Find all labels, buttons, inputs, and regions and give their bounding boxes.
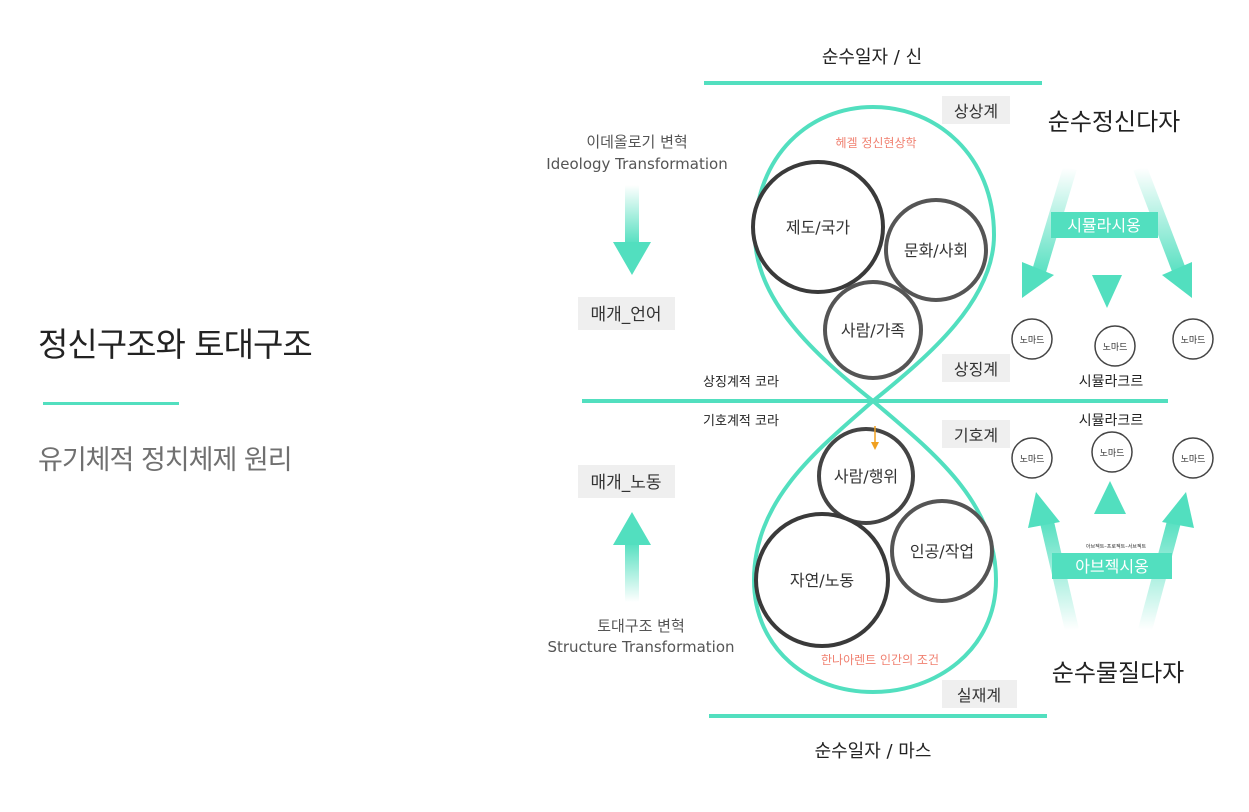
up-arrow-shaft xyxy=(625,542,639,602)
symbolic-realm-box xyxy=(942,354,1010,382)
matter-arrowhead-mid-icon xyxy=(1094,481,1126,514)
sign-chora-label: 기호계적 코라 xyxy=(703,414,779,429)
lower-circle-label-1: 사람/행위 xyxy=(834,467,898,486)
sign-realm-box xyxy=(942,420,1010,448)
circle-nature-labor xyxy=(754,512,890,648)
down-arrow-shaft xyxy=(625,185,639,245)
circle-person-action xyxy=(817,427,915,525)
real-realm-box xyxy=(942,680,1017,708)
top-label: 순수일자 / 신 xyxy=(822,47,922,68)
circle-artifice-work xyxy=(890,499,994,603)
simulacre-label-lower: 시뮬라크르 xyxy=(1079,413,1144,429)
spirit-arrowhead-right-icon xyxy=(1162,262,1192,298)
medium-labor-box xyxy=(578,465,675,498)
medium-language-box xyxy=(578,297,675,330)
upper-loop xyxy=(752,104,997,404)
nomad-node-lower-1 xyxy=(1011,437,1053,479)
upper-circle-label-3: 사람/가족 xyxy=(841,321,905,340)
real-realm-label: 실재계 xyxy=(957,686,1001,705)
symbolic-chora-label: 상징계적 코라 xyxy=(703,375,779,390)
nomad-node-lower-3 xyxy=(1172,437,1214,479)
down-arrow-icon xyxy=(613,242,651,275)
ideology-title-en: Ideology Transformation xyxy=(546,155,727,173)
upper-source-text: 헤겔 정신현상학 xyxy=(835,136,916,150)
title-underline xyxy=(43,402,179,405)
nomad-node-upper-1 xyxy=(1011,318,1053,360)
nomad-label-upper-2: 노마드 xyxy=(1103,342,1128,353)
nomad-node-upper-2 xyxy=(1094,325,1136,367)
spirit-arrowhead-left-icon xyxy=(1022,262,1054,298)
pure-spirit-heading: 순수정신다자 xyxy=(1048,108,1180,136)
medium-labor-label: 매개_노동 xyxy=(590,473,661,493)
medium-language-label: 매개_언어 xyxy=(590,305,661,325)
lower-circle-label-2: 인공/작업 xyxy=(910,542,974,561)
nomad-node-upper-3 xyxy=(1172,318,1214,360)
circle-culture-society xyxy=(884,198,988,302)
abjection-sublabel: 아브젝트–프로젝트–서브젝트 xyxy=(1086,543,1147,550)
page-title: 정신구조와 토대구조 xyxy=(38,325,313,364)
ideology-title: 이데올로기 변혁 xyxy=(586,133,687,151)
nomad-label-lower-1: 노마드 xyxy=(1020,454,1045,465)
simulation-band xyxy=(1051,212,1158,238)
lower-circle-label-3: 자연/노동 xyxy=(790,571,854,590)
upper-circle-label-1: 제도/국가 xyxy=(786,218,851,237)
nomad-label-lower-3: 노마드 xyxy=(1181,454,1206,465)
circle-institution-state xyxy=(751,160,885,294)
abjection-band xyxy=(1052,553,1172,579)
spirit-arrowhead-mid-icon xyxy=(1092,275,1122,308)
nomad-label-upper-3: 노마드 xyxy=(1181,335,1206,346)
spirit-ray-right xyxy=(1133,165,1189,281)
circle-person-family xyxy=(823,280,923,380)
bottom-label: 순수일자 / 마스 xyxy=(815,741,932,762)
upper-realm-label: 상상계 xyxy=(954,102,998,121)
orange-arrowhead-icon xyxy=(871,442,879,450)
pure-matter-heading: 순수물질다자 xyxy=(1052,659,1184,687)
structure-title-en: Structure Transformation xyxy=(547,638,734,656)
simulacre-label-upper: 시뮬라크르 xyxy=(1079,374,1144,390)
nomad-label-upper-1: 노마드 xyxy=(1020,335,1045,346)
nomad-label-lower-2: 노마드 xyxy=(1100,448,1125,459)
page-subtitle: 유기체적 정치체제 원리 xyxy=(38,445,293,476)
structure-title: 토대구조 변혁 xyxy=(597,617,685,635)
lower-loop xyxy=(751,398,999,695)
simulation-label: 시뮬라시옹 xyxy=(1067,216,1141,235)
upper-realm-box xyxy=(942,96,1010,124)
lower-source-text: 한나아렌트 인간의 조건 xyxy=(821,653,939,667)
abjection-label: 아브젝시옹 xyxy=(1075,557,1149,576)
matter-arrowhead-right-icon xyxy=(1162,492,1194,528)
nomad-node-lower-2 xyxy=(1091,431,1133,473)
sign-realm-label: 기호계 xyxy=(954,426,998,445)
up-arrow-icon xyxy=(613,512,651,545)
upper-circle-label-2: 문화/사회 xyxy=(904,241,968,260)
matter-arrowhead-left-icon xyxy=(1028,492,1060,528)
symbolic-realm-label: 상징계 xyxy=(954,360,998,379)
